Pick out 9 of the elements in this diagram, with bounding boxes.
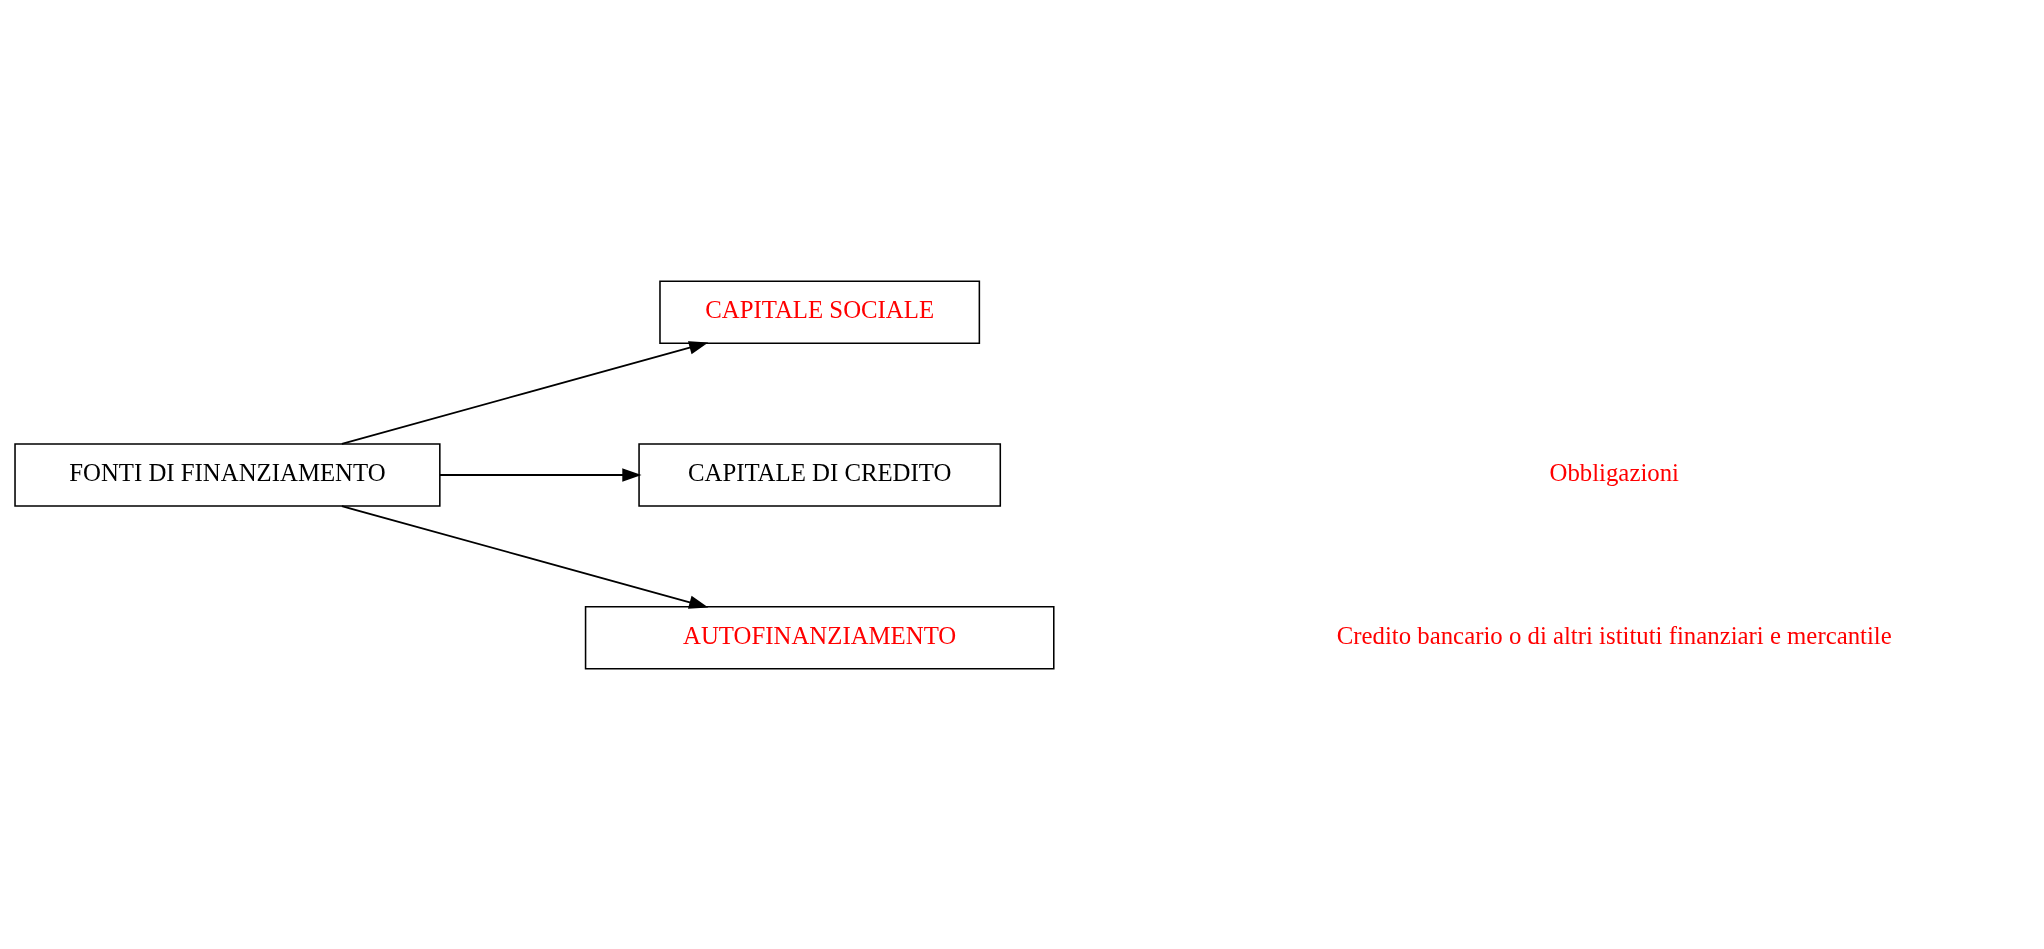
- arrow: [340, 340, 709, 445]
- arrow: [439, 467, 642, 482]
- arrow: [340, 504, 709, 609]
- label: Obbligazioni: [1549, 458, 1679, 486]
- node-box: FONTI DI FINANZIAMENTO: [14, 442, 441, 507]
- node-box: CAPITALE SOCIALE: [659, 279, 981, 344]
- label: Credito bancario o di altri istituti finanziari e mercantile: [1336, 621, 1892, 649]
- node-box: AUTOFINANZIAMENTO: [584, 605, 1055, 670]
- node-box: CAPITALE DI CREDITO: [638, 442, 1002, 507]
